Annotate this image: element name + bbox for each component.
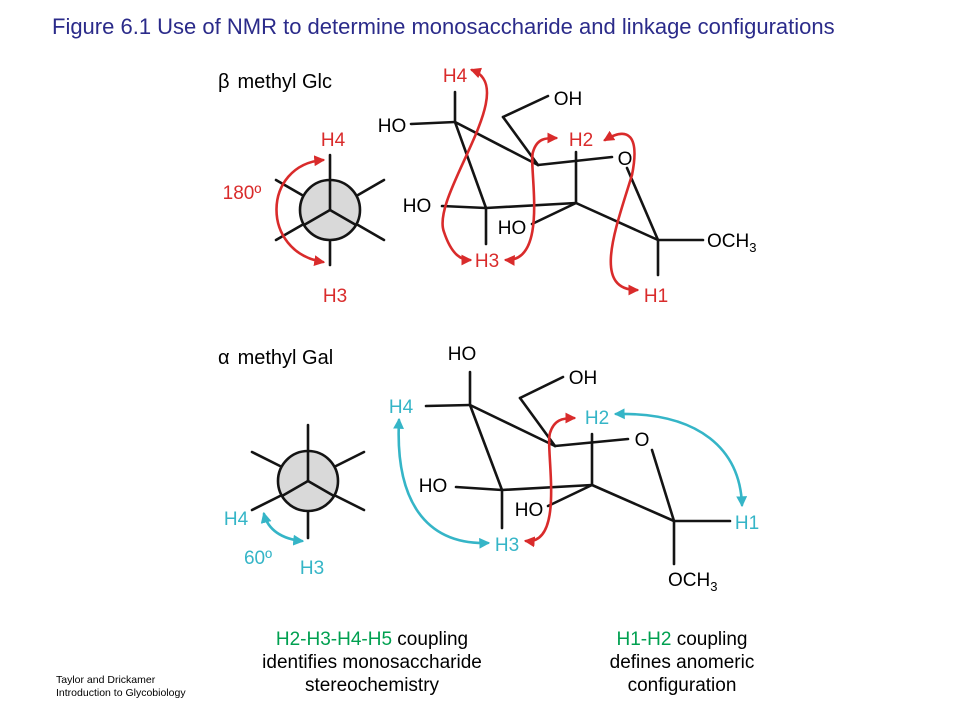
glc-chair-structure: HO HO HO OH O OCH3 H4 H2 H3 H1 [378,66,757,307]
label-h2-bottom: H2 [585,408,609,429]
label-h4: H4 [443,66,468,87]
label-h3-bottom: H3 [495,535,519,556]
coupling-arrow-h4-h3 [441,67,489,266]
newman-label-h3: H3 [323,286,347,307]
figure-title: Figure 6.1 Use of NMR to determine monos… [52,14,835,39]
dihedral-angle-180: 180º [223,183,262,204]
coupling-arrow-h2-h1-bottom [613,408,748,508]
coupling-arrow-180 [275,155,326,267]
newman-label-h3-bottom: H3 [300,558,324,579]
label-ho-c4-bottom: HO [448,344,477,365]
label-h1-bottom: H1 [735,513,759,534]
label-ring-o-bottom: O [635,430,650,451]
label-h4-bottom: H4 [389,397,414,418]
label-h1: H1 [644,286,668,307]
caption-anomeric: H1-H2 coupling defines anomeric configur… [609,629,755,696]
newman-projection-top: H4 H3 180º [223,130,386,307]
caption-highlight-right: H1-H2 [616,629,672,650]
newman-label-h4: H4 [321,130,346,151]
caption-highlight-left: H2-H3-H4-H5 [275,629,393,650]
label-ring-o: O [618,149,633,170]
label-och3: OCH3 [707,231,756,255]
label-och3-bottom: OCH3 [668,570,717,594]
caption-stereochemistry: H2-H3-H4-H5 coupling identifies monosacc… [262,629,482,696]
label-ho-c2-bottom: HO [515,500,544,521]
coupling-arrow-60 [260,511,305,546]
coupling-arrow-h3-h2 [503,132,559,266]
newman-projection-bottom: H4 H3 60º [224,423,366,579]
label-ho-c3-bottom: HO [419,476,448,497]
label-oh-c6-bottom: OH [569,368,598,389]
gal-chair-structure: HO OH O HO HO OCH3 H4 H2 H3 H1 [389,344,759,594]
label-h3: H3 [475,251,499,272]
newman-label-h4-bottom: H4 [224,509,249,530]
coupling-arrow-h2-h1 [603,130,640,296]
coupling-arrow-h3-h2-bottom [523,412,577,548]
credit-text: Taylor and Drickamer Introduction to Gly… [56,674,186,699]
label-oh-c6: OH [554,89,583,110]
coupling-arrow-h4-h3-bottom [393,417,491,549]
label-ho-c3: HO [403,196,432,217]
label-ho-c4: HO [378,116,407,137]
label-h2: H2 [569,130,593,151]
dihedral-angle-60: 60º [244,548,272,569]
label-ho-c2: HO [498,218,527,239]
